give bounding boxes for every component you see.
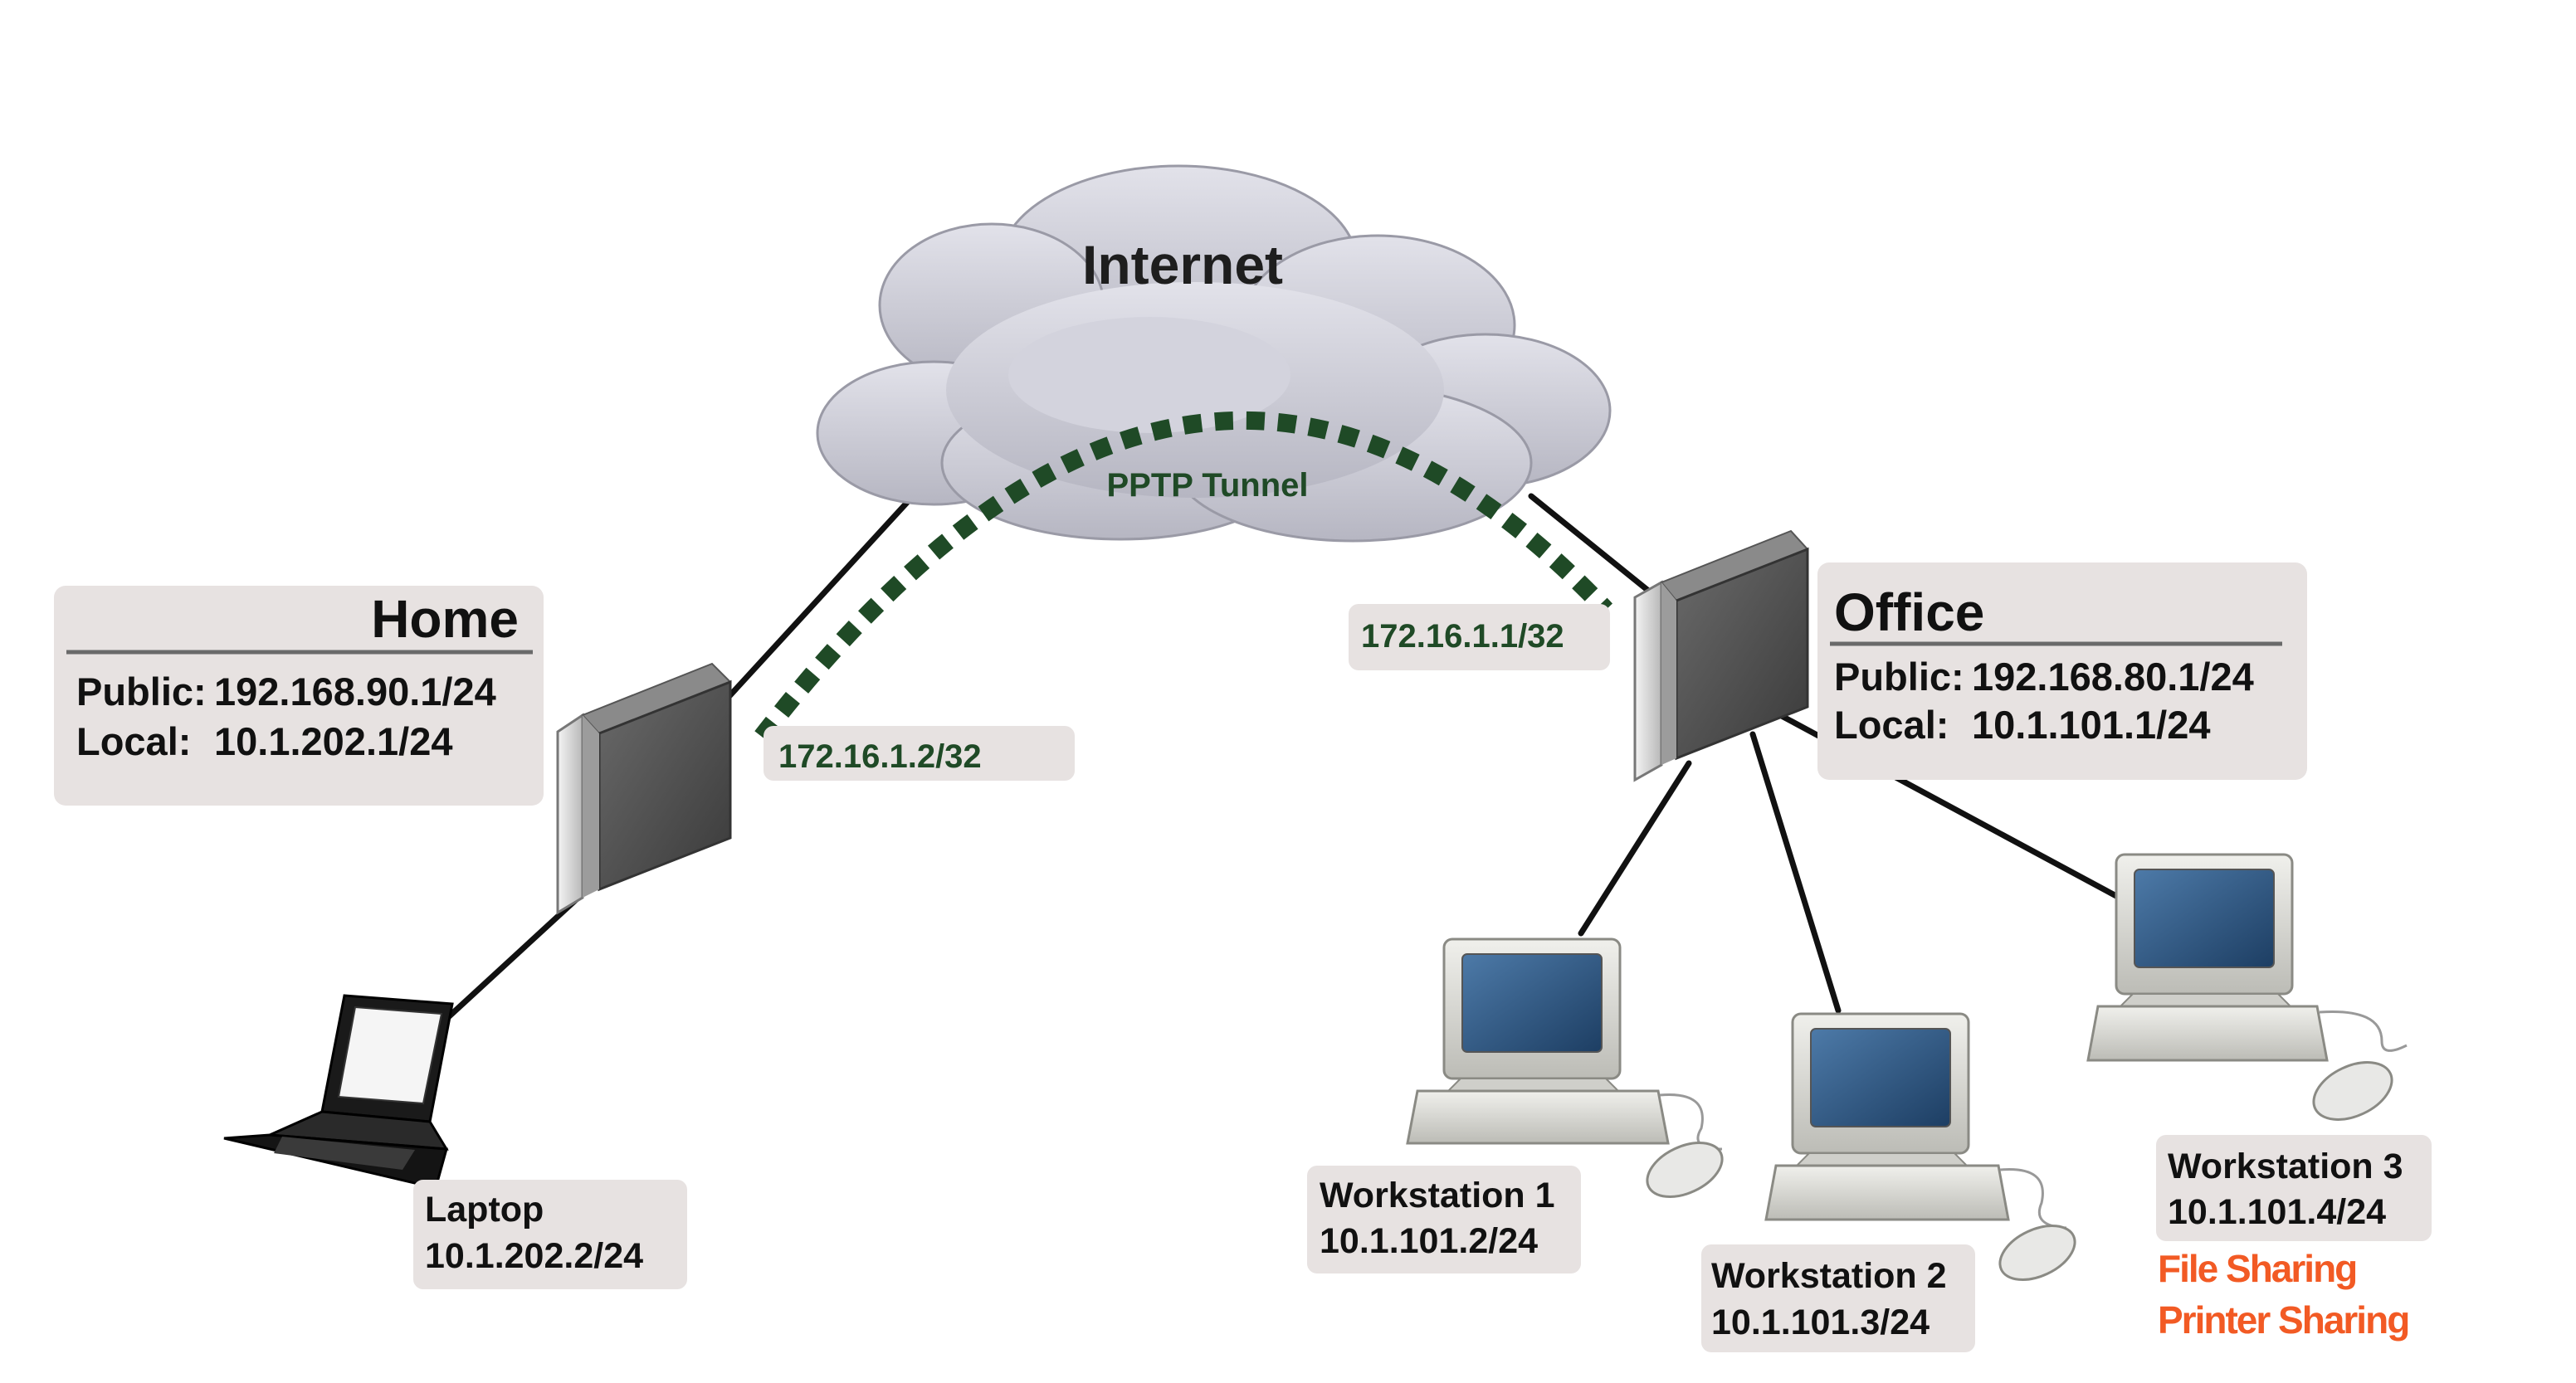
workstation-3-name: Workstation 3 — [2168, 1147, 2403, 1186]
office-public-label: Public: — [1834, 655, 1964, 699]
office-title: Office — [1834, 582, 1984, 642]
workstation-1-icon — [1406, 937, 1724, 1198]
laptop-ip: 10.1.202.2/24 — [425, 1236, 643, 1276]
office-local-ip: 10.1.101.1/24 — [1972, 703, 2211, 747]
home-info-box: Home Public: 192.168.90.1/24 Local: 10.1… — [54, 586, 544, 806]
workstation-3-label-box: Workstation 3 10.1.101.4/24 — [2156, 1135, 2432, 1241]
workstation-2-icon — [1764, 1012, 2076, 1281]
workstation-3-ip: 10.1.101.4/24 — [2168, 1192, 2386, 1232]
workstation-1-ip: 10.1.101.2/24 — [1320, 1221, 1538, 1261]
cloud-title: Internet — [1082, 234, 1283, 295]
pptp-tunnel-path — [754, 411, 1612, 743]
home-title: Home — [371, 589, 519, 649]
office-local-label: Local: — [1834, 703, 1949, 747]
home-tunnel-ip-badge: 172.16.1.2/32 — [764, 726, 1075, 781]
home-router — [556, 662, 732, 915]
laptop-icon — [223, 994, 454, 1190]
laptop-label-box: Laptop 10.1.202.2/24 — [413, 1180, 687, 1289]
workstation-1-label-box: Workstation 1 10.1.101.2/24 — [1307, 1166, 1581, 1273]
home-local-ip: 10.1.202.1/24 — [214, 719, 453, 763]
workstation-2-label-box: Workstation 2 10.1.101.3/24 — [1701, 1244, 1975, 1352]
printer-sharing-label: Printer Sharing — [2158, 1298, 2408, 1342]
home-tunnel-ip: 172.16.1.2/32 — [778, 738, 982, 775]
office-tunnel-ip-badge: 172.16.1.1/32 — [1349, 604, 1610, 670]
workstation-2-name: Workstation 2 — [1711, 1256, 1947, 1296]
cables — [443, 493, 2120, 1022]
home-router-internet-cable — [725, 493, 916, 700]
tunnel-label: PPTP Tunnel — [1107, 467, 1309, 504]
office-router — [1633, 529, 1809, 782]
workstation-2-cable — [1749, 731, 1842, 1014]
laptop-name: Laptop — [425, 1190, 544, 1230]
office-router-internet-cable — [1528, 493, 1655, 597]
file-sharing-label: File Sharing — [2158, 1247, 2356, 1290]
office-public-ip: 192.168.80.1/24 — [1972, 655, 2254, 699]
workstation-1-cable — [1578, 760, 1692, 937]
workstation-3-icon — [2086, 853, 2408, 1121]
workstation-2-ip: 10.1.101.3/24 — [1711, 1303, 1930, 1342]
office-tunnel-ip: 172.16.1.1/32 — [1361, 618, 1564, 655]
workstation-1-name: Workstation 1 — [1320, 1176, 1555, 1215]
home-local-label: Local: — [76, 719, 191, 763]
office-info-box: Office Public: 192.168.80.1/24 Local: 10… — [1817, 562, 2307, 780]
home-public-ip: 192.168.90.1/24 — [214, 670, 496, 713]
home-public-label: Public: — [76, 670, 207, 713]
